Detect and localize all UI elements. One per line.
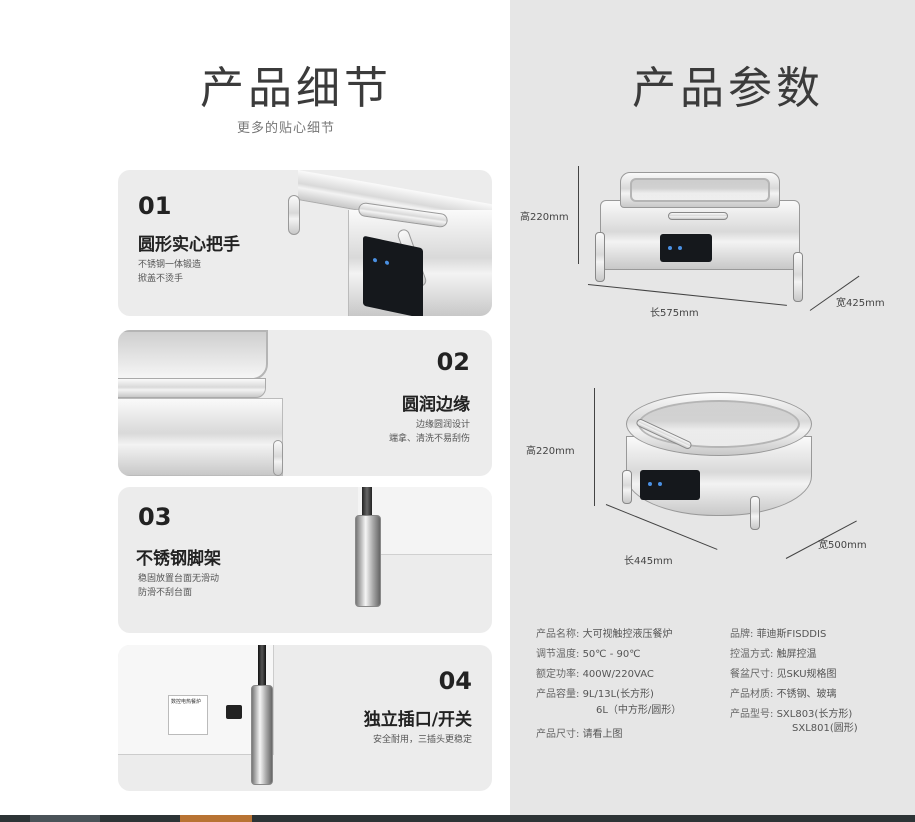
feature-card-edge: 02 圆润边缘 边缘圆润设计 端拿、清洗不易刮伤 bbox=[118, 330, 492, 476]
details-title: 产品细节 bbox=[200, 63, 392, 114]
spec-row: 额定功率: 400W/220VAC bbox=[536, 669, 654, 680]
edge-image bbox=[118, 330, 308, 476]
feature-desc: 边缘圆润设计 端拿、清洗不易刮伤 bbox=[388, 420, 470, 444]
round-height-label: 高220mm bbox=[526, 446, 575, 457]
product-parameters-section: 产品参数 高220mm 长575mm 宽425mm 高220mm bbox=[510, 0, 915, 815]
round-width-label: 宽500mm bbox=[818, 540, 867, 551]
feature-title: 圆形实心把手 bbox=[138, 235, 240, 255]
spec-row: 品牌: 菲迪斯FISDDIS bbox=[730, 629, 827, 640]
rect-control-panel bbox=[660, 234, 712, 262]
spec-row: SXL801(圆形) bbox=[792, 723, 858, 734]
feature-number: 01 bbox=[138, 192, 172, 220]
socket-plate: 数控电热餐炉 bbox=[168, 695, 208, 735]
params-title: 产品参数 bbox=[632, 63, 824, 114]
spec-row: 产品名称: 大可视触控液压餐炉 bbox=[536, 629, 673, 640]
feature-title: 不锈钢脚架 bbox=[136, 549, 221, 569]
feature-number: 03 bbox=[138, 503, 172, 531]
leg-image bbox=[355, 487, 492, 633]
rect-chafer-diagram: 高220mm 长575mm 宽425mm bbox=[510, 160, 915, 330]
spec-row: 产品型号: SXL803(长方形) bbox=[730, 709, 853, 720]
product-details-section: 产品细节 更多的贴心细节 01 圆形实心把手 不锈钢一体锻造 掀盖不烫手 bbox=[118, 63, 492, 791]
spec-row: 6L（中方形/圆形） bbox=[596, 705, 682, 716]
bottom-color-bar bbox=[0, 815, 915, 822]
feature-title: 独立插口/开关 bbox=[363, 710, 472, 730]
spec-row: 调节温度: 50℃ - 90℃ bbox=[536, 649, 641, 660]
feature-number: 04 bbox=[438, 667, 472, 695]
spec-row: 产品容量: 9L/13L(长方形) bbox=[536, 689, 654, 700]
rect-width-label: 宽425mm bbox=[836, 298, 885, 309]
feature-number: 02 bbox=[436, 348, 470, 376]
round-chafer-diagram: 高220mm 长445mm 宽500mm bbox=[510, 380, 915, 580]
specs-left-column: 产品名称: 大可视触控液压餐炉 调节温度: 50℃ - 90℃ 额定功率: 40… bbox=[536, 625, 736, 745]
height-arrow bbox=[578, 166, 579, 264]
feature-card-legs: 03 不锈钢脚架 稳固放置台面无滑动 防滑不刮台面 bbox=[118, 487, 492, 633]
spec-row: 产品材质: 不锈钢、玻璃 bbox=[730, 689, 837, 700]
rect-height-label: 高220mm bbox=[520, 212, 569, 223]
power-switch bbox=[226, 705, 242, 719]
socket-label: 数控电热餐炉 bbox=[171, 699, 202, 705]
details-subtitle: 更多的贴心细节 bbox=[237, 121, 336, 136]
feature-desc: 安全耐用，三插头更稳定 bbox=[372, 735, 472, 745]
rect-length-label: 长575mm bbox=[650, 308, 699, 319]
length-arrow bbox=[587, 284, 787, 306]
spec-row: 餐盆尺寸: 见SKU规格图 bbox=[730, 669, 837, 680]
specs-right-column: 品牌: 菲迪斯FISDDIS 控温方式: 触屏控温 餐盆尺寸: 见SKU规格图 … bbox=[730, 625, 910, 739]
spec-row: 产品尺寸: 请看上图 bbox=[536, 729, 623, 740]
feature-card-handle: 01 圆形实心把手 不锈钢一体锻造 掀盖不烫手 bbox=[118, 170, 492, 316]
height-arrow bbox=[594, 388, 595, 506]
feature-card-socket: 数控电热餐炉 04 独立插口/开关 安全耐用，三插头更稳定 bbox=[118, 645, 492, 791]
feature-title: 圆润边缘 bbox=[402, 395, 470, 415]
round-control-panel bbox=[640, 470, 700, 500]
socket-image: 数控电热餐炉 bbox=[118, 645, 308, 791]
feature-desc: 稳固放置台面无滑动 防滑不刮台面 bbox=[138, 574, 220, 598]
feature-desc: 不锈钢一体锻造 掀盖不烫手 bbox=[138, 260, 202, 284]
handle-image bbox=[288, 170, 492, 316]
round-length-label: 长445mm bbox=[624, 556, 673, 567]
spec-row: 控温方式: 触屏控温 bbox=[730, 649, 817, 660]
